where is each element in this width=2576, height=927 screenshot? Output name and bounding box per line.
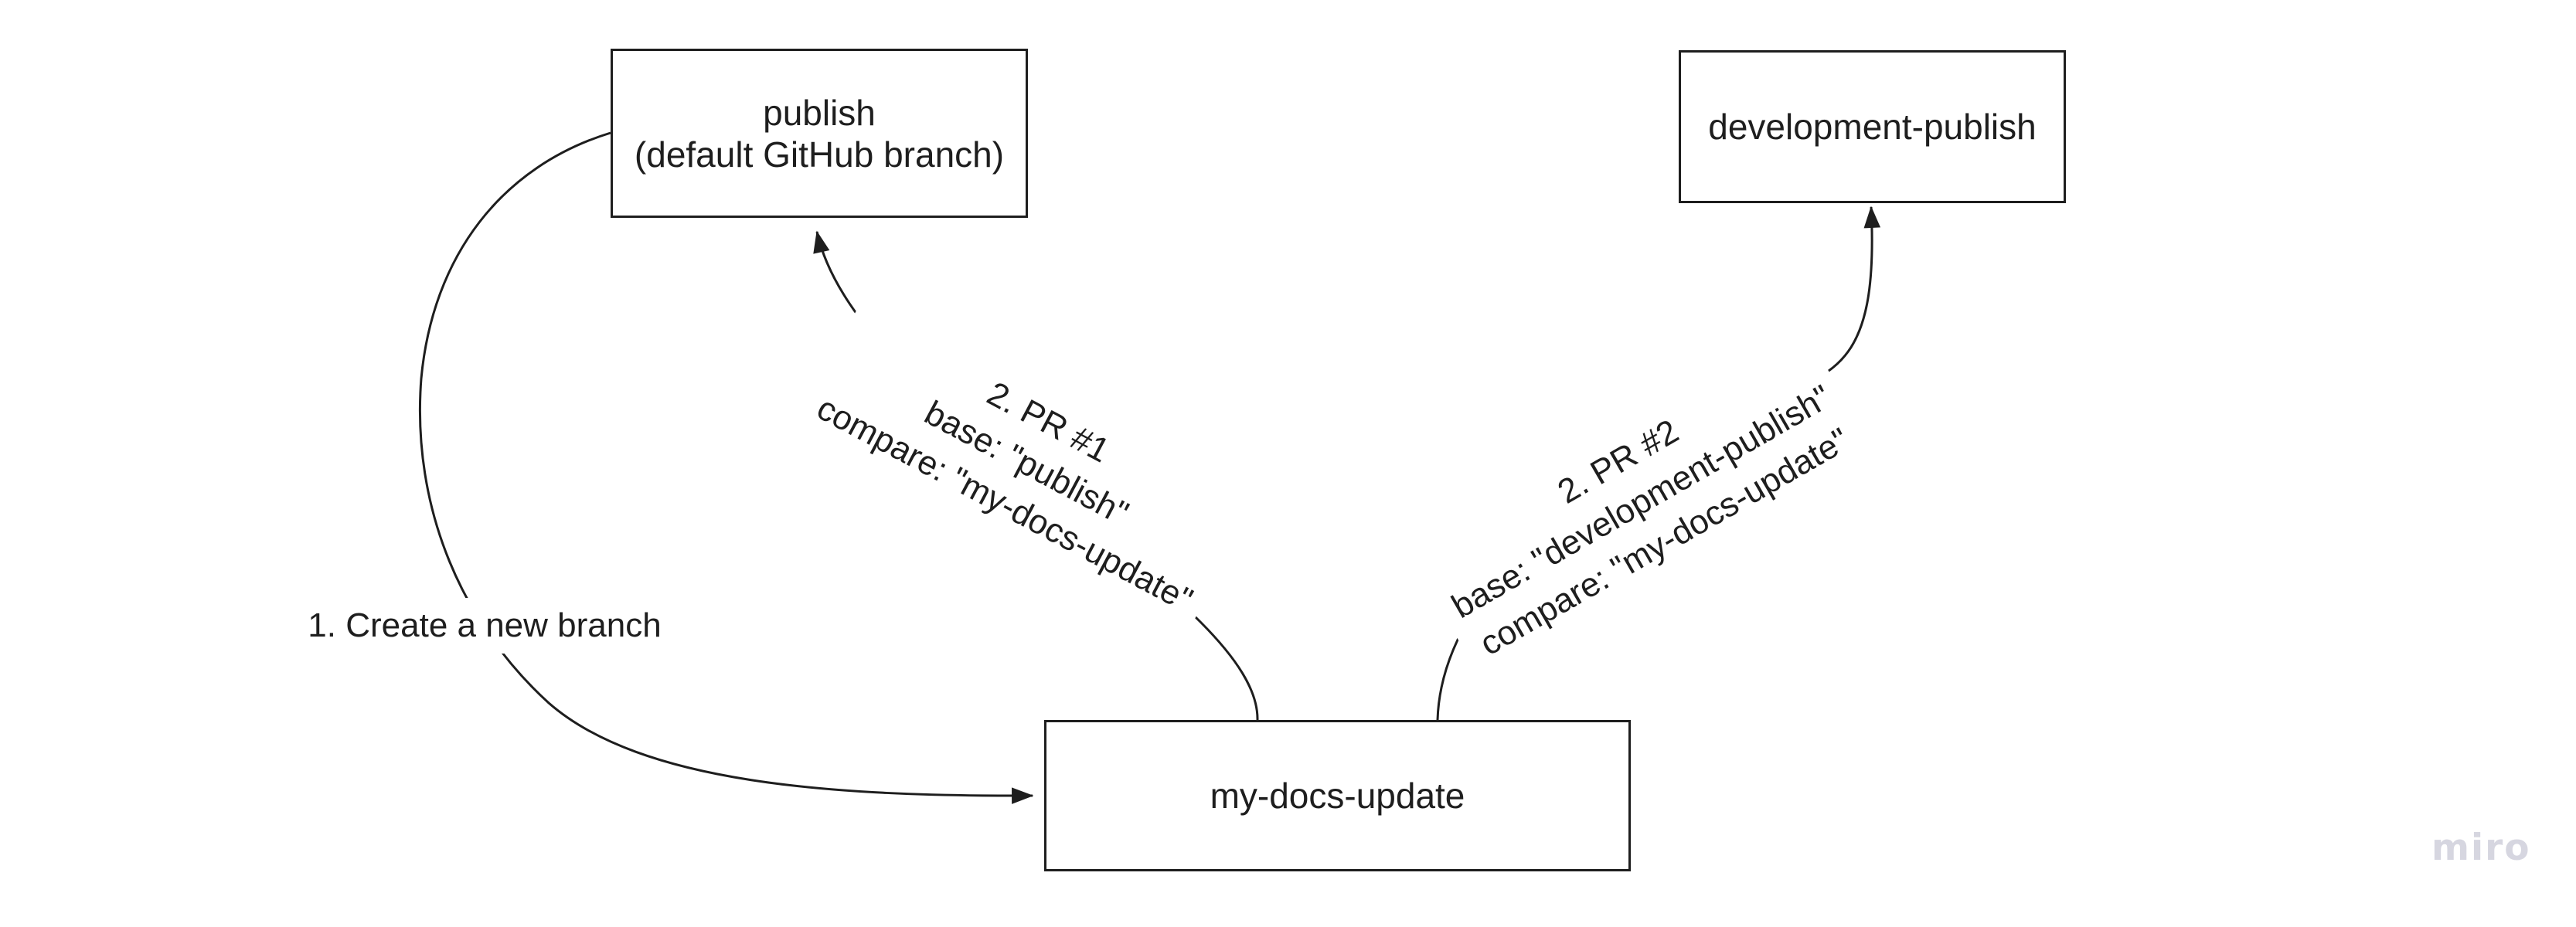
miro-logo: miro bbox=[2431, 827, 2531, 869]
node-my-docs-update[interactable]: my-docs-update bbox=[1044, 720, 1631, 871]
edge-label-create-branch-text: 1. Create a new branch bbox=[308, 606, 662, 644]
node-development-publish-label: development-publish bbox=[1708, 107, 2037, 147]
node-publish-label-line1: publish bbox=[763, 92, 876, 133]
connector-create-branch[interactable] bbox=[418, 131, 1034, 804]
edge-label-create-branch[interactable]: 1. Create a new branch bbox=[295, 598, 674, 654]
node-my-docs-update-label: my-docs-update bbox=[1210, 776, 1465, 816]
node-publish[interactable]: publish (default GitHub branch) bbox=[611, 49, 1028, 218]
node-publish-label-line2: (default GitHub branch) bbox=[634, 134, 1005, 175]
node-development-publish[interactable]: development-publish bbox=[1679, 50, 2066, 203]
